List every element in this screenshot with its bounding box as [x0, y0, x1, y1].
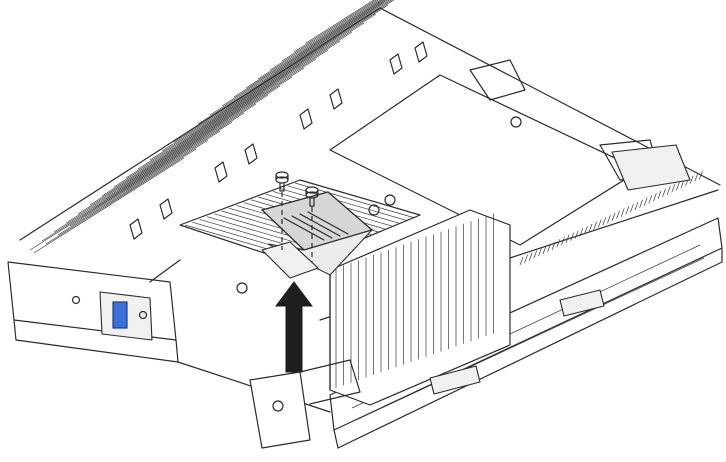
memory-dimm-bank [29, 0, 428, 254]
release-latch[interactable] [112, 301, 128, 329]
dimm-module [305, 0, 384, 47]
board-standoffs [236, 116, 522, 294]
front-bezel [7, 261, 179, 363]
front-handle-bracket [249, 144, 691, 449]
dimm-latch[interactable] [329, 88, 343, 110]
dimm-latch[interactable] [389, 53, 403, 75]
screw-right[interactable] [305, 186, 319, 207]
up-arrow-icon [275, 281, 313, 373]
bezel-button-icon [138, 310, 148, 320]
screw-icon [305, 186, 319, 207]
screw-left[interactable] [275, 171, 289, 192]
dimm-latch[interactable] [299, 108, 313, 130]
dimm-latch[interactable] [129, 218, 143, 240]
dimm-module [293, 0, 386, 56]
dimm-latch[interactable] [414, 41, 428, 63]
dimm-module [281, 0, 388, 65]
dimm-latch[interactable] [244, 143, 258, 165]
system-board [329, 59, 703, 266]
screw-icon [275, 171, 289, 192]
dimm-module [269, 0, 390, 74]
retention-plate[interactable] [260, 191, 374, 279]
dimm-latch[interactable] [214, 161, 228, 183]
bezel-led-icon [71, 295, 81, 305]
dimm-latch[interactable] [159, 198, 173, 220]
